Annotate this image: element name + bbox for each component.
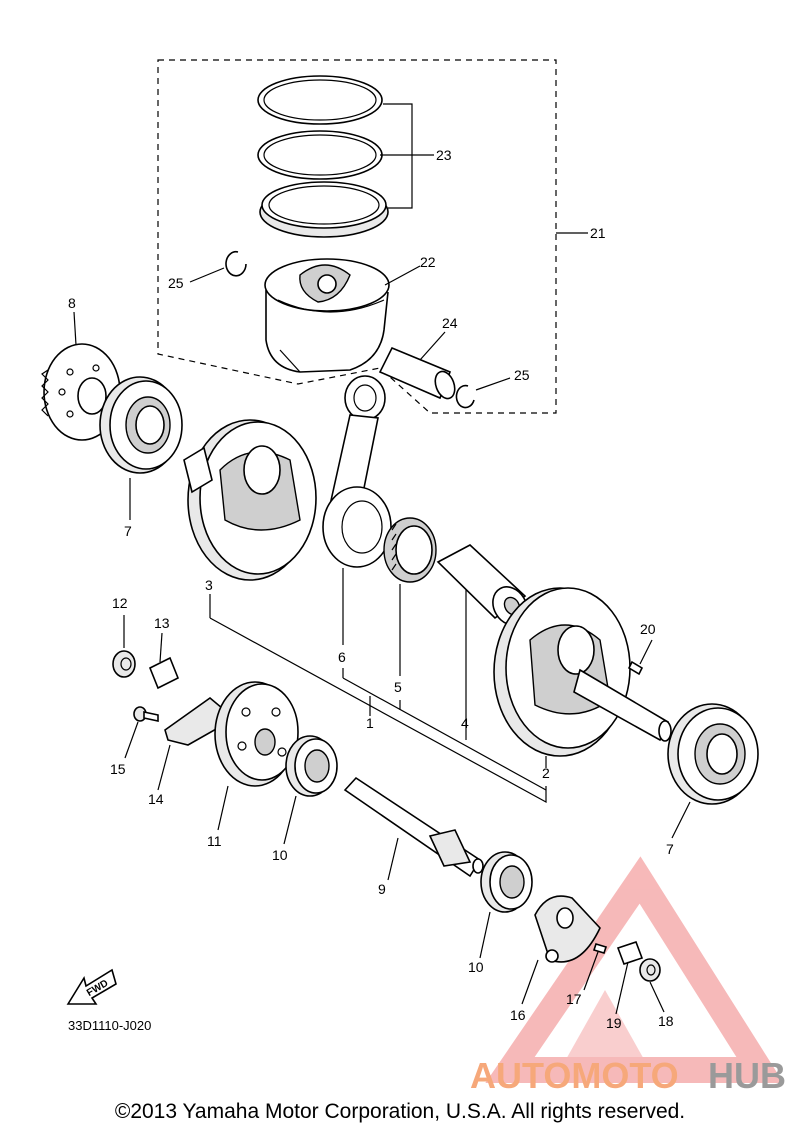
- balancer-bearing-lower: [480, 851, 533, 913]
- callout-19: 19: [606, 1015, 622, 1031]
- balancer-shaft: [343, 776, 484, 878]
- balancer-nut: [639, 958, 661, 982]
- piston-ring-set: [257, 75, 389, 238]
- callout-12: 12: [112, 595, 128, 611]
- callout-18: 18: [658, 1013, 674, 1029]
- callout-15: 15: [110, 761, 126, 777]
- callout-22: 22: [420, 254, 436, 270]
- balancer-driven-gear: [214, 681, 299, 787]
- callout-9: 9: [378, 881, 386, 897]
- connecting-rod: [322, 375, 392, 568]
- callout-25-left: 25: [168, 275, 184, 291]
- callout-25-right: 25: [514, 367, 530, 383]
- callout-5: 5: [394, 679, 402, 695]
- callout-7-left: 7: [124, 523, 132, 539]
- callout-4: 4: [461, 715, 469, 731]
- fwd-label: FWD: [85, 978, 110, 999]
- callout-6: 6: [338, 649, 346, 665]
- callout-20: 20: [640, 621, 656, 637]
- watermark-text-primary: AUTOMOTO: [470, 1055, 679, 1096]
- piston-pin-clip-left: [225, 250, 247, 277]
- callout-23: 23: [436, 147, 452, 163]
- lock-washer: [148, 656, 180, 690]
- balancer-weight-plate: [164, 696, 223, 746]
- callout-10-upper: 10: [272, 847, 288, 863]
- nut: [112, 650, 136, 678]
- watermark-logo: AUTOMOTO HUB: [470, 1055, 786, 1096]
- main-bearing-left: [99, 376, 183, 474]
- callout-14: 14: [148, 791, 164, 807]
- balancer-bearing-upper: [285, 735, 338, 797]
- callout-8: 8: [68, 295, 76, 311]
- callout-21: 21: [590, 225, 606, 241]
- drawing-code: 33D1110-J020: [68, 1018, 151, 1033]
- forward-direction-arrow: FWD: [66, 968, 117, 1005]
- woodruff-key: [627, 660, 644, 676]
- callout-16: 16: [510, 1007, 526, 1023]
- straight-key: [592, 943, 608, 954]
- crank-web-right: [493, 587, 672, 757]
- copyright-notice: ©2013 Yamaha Motor Corporation, U.S.A. A…: [114, 1100, 686, 1123]
- callout-11: 11: [207, 833, 222, 849]
- callout-13: 13: [154, 615, 170, 631]
- callout-2: 2: [542, 765, 550, 781]
- balancer-weight: [534, 895, 601, 963]
- piston-pin-clip-right: [455, 384, 475, 409]
- piston-kit-boundary: [157, 59, 557, 414]
- crank-pin-needle-bearing: [383, 517, 437, 583]
- bolt: [133, 706, 159, 722]
- callout-7-right: 7: [666, 841, 674, 857]
- callout-10-lower: 10: [468, 959, 484, 975]
- callout-24: 24: [442, 315, 458, 331]
- watermark-triangle: [485, 856, 784, 1083]
- crank-web-left: [183, 419, 317, 581]
- callout-17: 17: [566, 991, 582, 1007]
- main-bearing-right: [667, 703, 759, 805]
- piston: [264, 258, 390, 373]
- piston-pin: [378, 346, 456, 400]
- balancer-lock-washer: [616, 940, 644, 966]
- callout-3: 3: [205, 577, 213, 593]
- callout-1: 1: [366, 715, 374, 731]
- watermark-text-secondary: HUB: [708, 1055, 786, 1096]
